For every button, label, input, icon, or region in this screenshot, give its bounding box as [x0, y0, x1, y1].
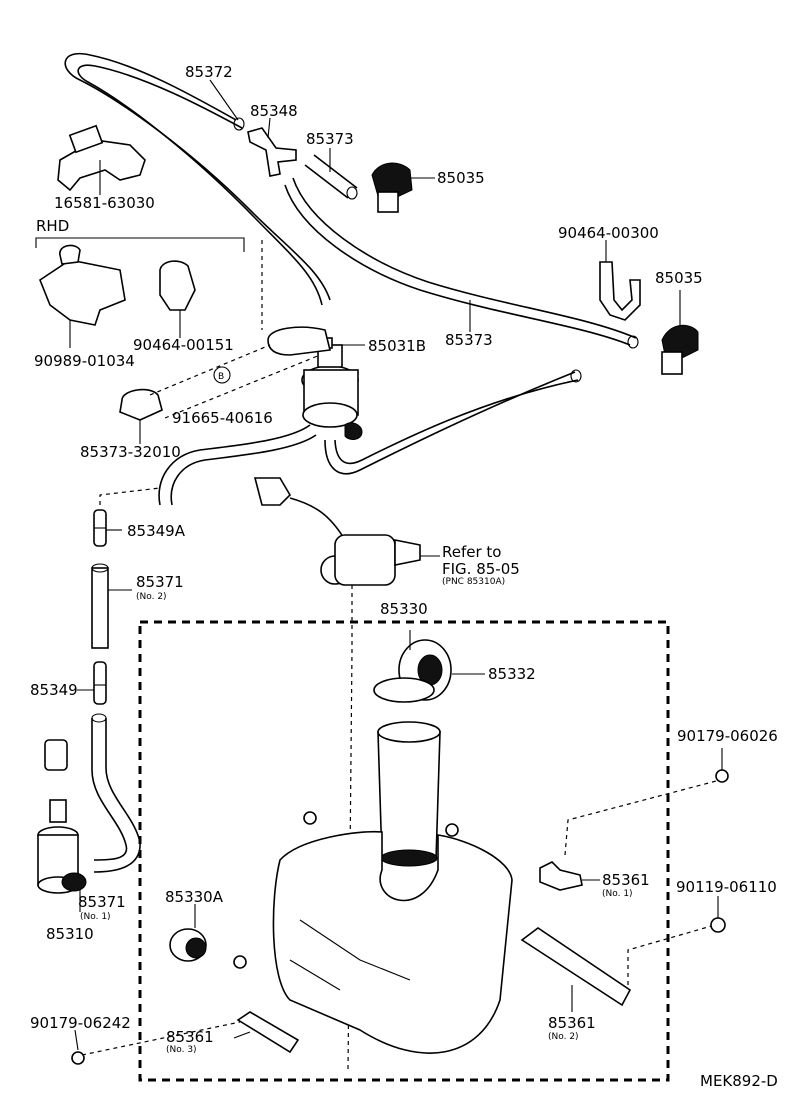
hose-85373-short [304, 154, 358, 200]
label-90464-00151: 90464-00151 [133, 336, 234, 354]
label-fig: FIG. 85-05 [442, 560, 520, 578]
motor-85310 [37, 739, 87, 894]
label-85035-b: 85035 [655, 269, 703, 287]
washer-motor [253, 477, 421, 586]
label-85361-a: 85361 [602, 871, 650, 889]
label-circle-b: B [218, 372, 224, 382]
pump-hoses [158, 369, 582, 506]
bracket-90989-01034 [39, 244, 126, 326]
connector-85348 [247, 127, 297, 177]
label-90179-06242: 90179-06242 [30, 1014, 131, 1032]
label-90119-06110: 90119-06110 [676, 878, 777, 896]
label-85371-b: 85371 [78, 893, 126, 911]
label-rhd: RHD [36, 217, 69, 235]
grommet-85330a [169, 928, 207, 962]
label-no2-b: (No. 2) [548, 1032, 579, 1042]
label-85031b: 85031B [368, 337, 426, 355]
label-85371-a: 85371 [136, 573, 184, 591]
label-90179-06026: 90179-06026 [677, 727, 778, 745]
label-no2-a: (No. 2) [136, 592, 167, 602]
clip-16581-63030 [57, 124, 146, 192]
nozzle-85035-b [661, 290, 699, 375]
label-no3: (No. 3) [166, 1045, 197, 1055]
clamp-85373-32010 [119, 388, 163, 421]
label-85361-b: 85361 [548, 1014, 596, 1032]
label-85310: 85310 [46, 925, 94, 943]
label-91665-40616: 91665-40616 [172, 409, 273, 427]
part-labels: 85372 85348 85373 85035 16581-63030 RHD … [30, 63, 778, 1090]
hose-85371-no2 [91, 563, 109, 649]
label-85361-c: 85361 [166, 1028, 214, 1046]
label-85330a: 85330A [165, 888, 224, 906]
tank-box [138, 620, 670, 1082]
tank-85330 [272, 721, 513, 1054]
bracket-85361-no2 [520, 927, 632, 1007]
nozzle-85035-a [371, 162, 435, 213]
cap-85332 [373, 639, 485, 703]
bracket-85361-no3 [236, 1011, 300, 1054]
circle-b-marker [213, 366, 231, 384]
label-no1-b: (No. 1) [80, 912, 111, 922]
leader-lines [69, 79, 723, 1051]
label-pnc: (PNC 85310A) [442, 577, 505, 587]
label-85373-b: 85373 [445, 331, 493, 349]
hose-85373-long [284, 177, 639, 349]
rhd-bracket [35, 237, 263, 330]
label-85373-32010: 85373-32010 [80, 443, 181, 461]
label-90464-00300: 90464-00300 [558, 224, 659, 242]
label-85372: 85372 [185, 63, 233, 81]
label-refer-to: Refer to [442, 543, 501, 561]
bolts [71, 769, 729, 1065]
joint-85349a [93, 509, 107, 547]
clip-90464-00151 [159, 260, 196, 311]
hose-85372 [64, 52, 331, 306]
label-16581-63030: 16581-63030 [54, 194, 155, 212]
label-90989-01034: 90989-01034 [34, 352, 135, 370]
joint-85349 [93, 661, 107, 705]
pump-85031b [267, 326, 363, 440]
label-85330: 85330 [380, 600, 428, 618]
label-85373-a: 85373 [306, 130, 354, 148]
bracket-85361-no1 [539, 861, 583, 891]
label-no1-a: (No. 1) [602, 889, 633, 899]
label-85349: 85349 [30, 681, 78, 699]
label-diagram-code: MEK892-D [700, 1072, 778, 1090]
label-85349a: 85349A [127, 522, 186, 540]
label-85332: 85332 [488, 665, 536, 683]
label-85035-a: 85035 [437, 169, 485, 187]
clip-90464-00300 [599, 261, 641, 321]
hose-85371-no1 [91, 713, 141, 873]
label-85348: 85348 [250, 102, 298, 120]
